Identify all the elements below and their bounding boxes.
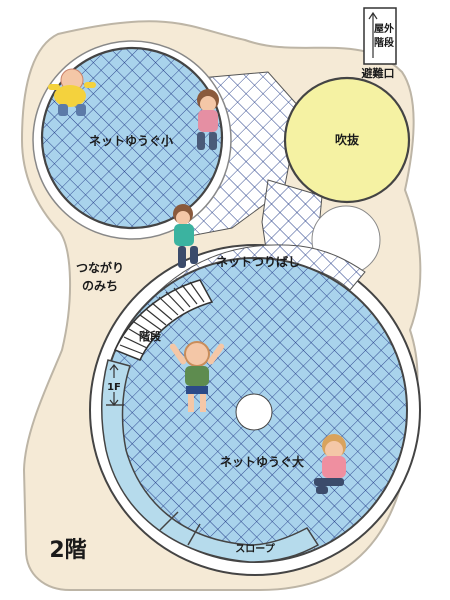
atrium-void <box>283 76 411 204</box>
emergency-exit-label: 避難口 <box>362 66 395 80</box>
child-figure-pink <box>197 89 219 150</box>
stairs-label: 階段 <box>139 329 161 343</box>
up-arrow-icon <box>368 11 378 58</box>
child-figure-pink-sitting <box>314 434 346 494</box>
slope[interactable] <box>101 359 320 563</box>
floor-label: 2階 <box>49 538 86 563</box>
connecting-path-label-line2: のみち <box>82 279 118 293</box>
net-large-label: ネットゆうぐ大 <box>220 454 304 469</box>
net-small-label: ネットゆうぐ小 <box>89 133 173 148</box>
to-1f-arrow-icon <box>109 364 119 406</box>
child-figure-teal <box>173 204 198 268</box>
atrium-label: 吹抜 <box>335 132 360 147</box>
slope-label: スロープ <box>235 542 275 555</box>
connecting-path-label-line1: つながり <box>76 260 124 275</box>
outdoor-stairs-label-line2: 階段 <box>374 36 394 49</box>
net-center-hole <box>235 393 273 431</box>
net-bridge-label: ネットつりばし <box>216 254 300 269</box>
stairs[interactable] <box>113 279 214 361</box>
outdoor-stairs-label-line1: 屋外 <box>374 22 394 35</box>
outdoor-stairs[interactable] <box>363 7 397 65</box>
child-figure-crawling <box>48 68 96 116</box>
to-1f-label: 1F <box>107 382 121 393</box>
child-figure-green <box>169 341 225 412</box>
net-play-small[interactable] <box>40 46 224 230</box>
